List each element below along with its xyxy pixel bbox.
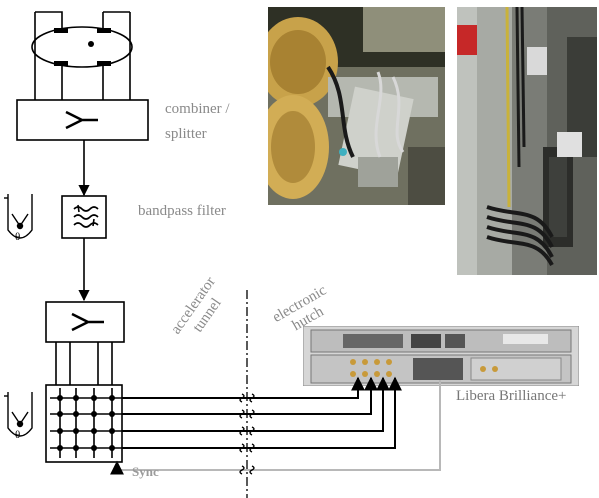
bandpass-label: bandpass filter (138, 203, 226, 220)
theta-label-top: θ (15, 231, 20, 243)
beam-pickup (32, 12, 132, 100)
cable-matrix (46, 385, 122, 462)
bandpass-filter-box (62, 196, 106, 238)
theta-label-bottom: θ (15, 429, 20, 441)
combiner-label: combiner / (165, 101, 230, 118)
sync-label: Sync (132, 464, 159, 480)
signal-cables (122, 378, 395, 448)
sync-cable (117, 380, 440, 470)
libera-label: Libera Brilliance+ (456, 388, 567, 405)
splitter-box (46, 302, 124, 342)
combiner-splitter-box (17, 100, 148, 140)
splitter-label: splitter (165, 126, 207, 143)
